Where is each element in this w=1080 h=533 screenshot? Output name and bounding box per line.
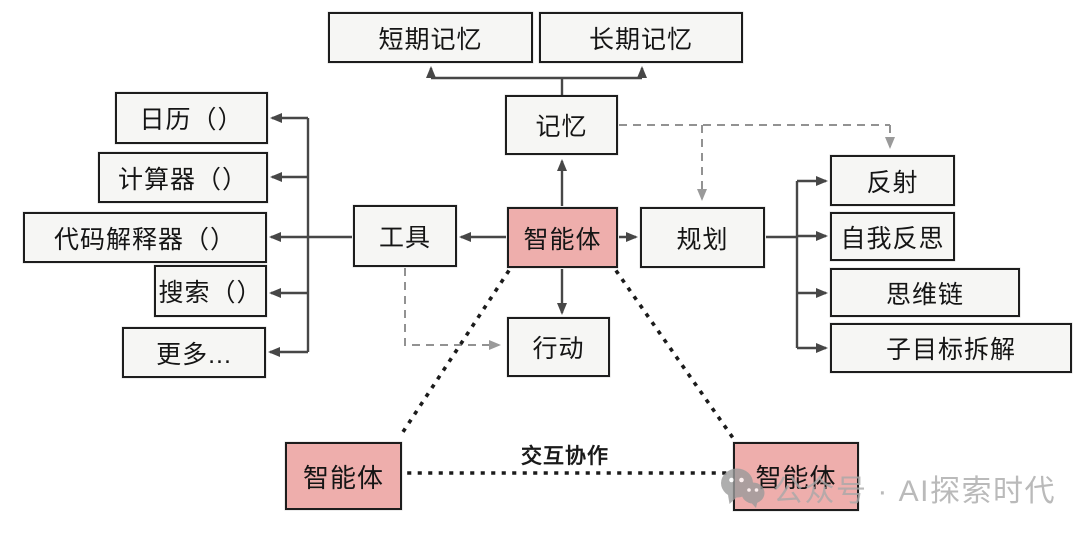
- node-chain-of-thought: 思维链: [830, 268, 1020, 317]
- node-tools: 工具: [353, 205, 457, 267]
- node-self-reflection: 自我反思: [830, 212, 955, 261]
- node-tool-calculator: 计算器（）: [98, 152, 268, 203]
- node-long-term-memory: 长期记忆: [539, 12, 743, 63]
- node-memory: 记忆: [505, 95, 618, 155]
- node-planning: 规划: [640, 207, 765, 268]
- edge-agent-dotted-to-right-agent: [614, 269, 736, 441]
- node-tool-calendar: 日历（）: [115, 92, 268, 144]
- node-agent-bottom-right: 智能体: [733, 442, 859, 511]
- edge-agent-dotted-to-left-agent: [396, 269, 511, 441]
- node-action: 行动: [507, 317, 610, 377]
- edge-tools-dashed-to-action: [404, 268, 501, 350]
- node-subgoal-decomposition: 子目标拆解: [830, 323, 1072, 373]
- collaboration-edge-label: 交互协作: [521, 445, 609, 468]
- node-tool-more: 更多...: [122, 327, 266, 378]
- node-short-term-memory: 短期记忆: [328, 12, 533, 63]
- node-tool-code-interpreter: 代码解释器（）: [23, 212, 267, 263]
- node-agent-bottom-left: 智能体: [285, 442, 402, 510]
- node-agent-center: 智能体: [507, 207, 618, 268]
- node-reflection: 反射: [830, 155, 955, 206]
- node-tool-search: 搜索（）: [154, 265, 267, 317]
